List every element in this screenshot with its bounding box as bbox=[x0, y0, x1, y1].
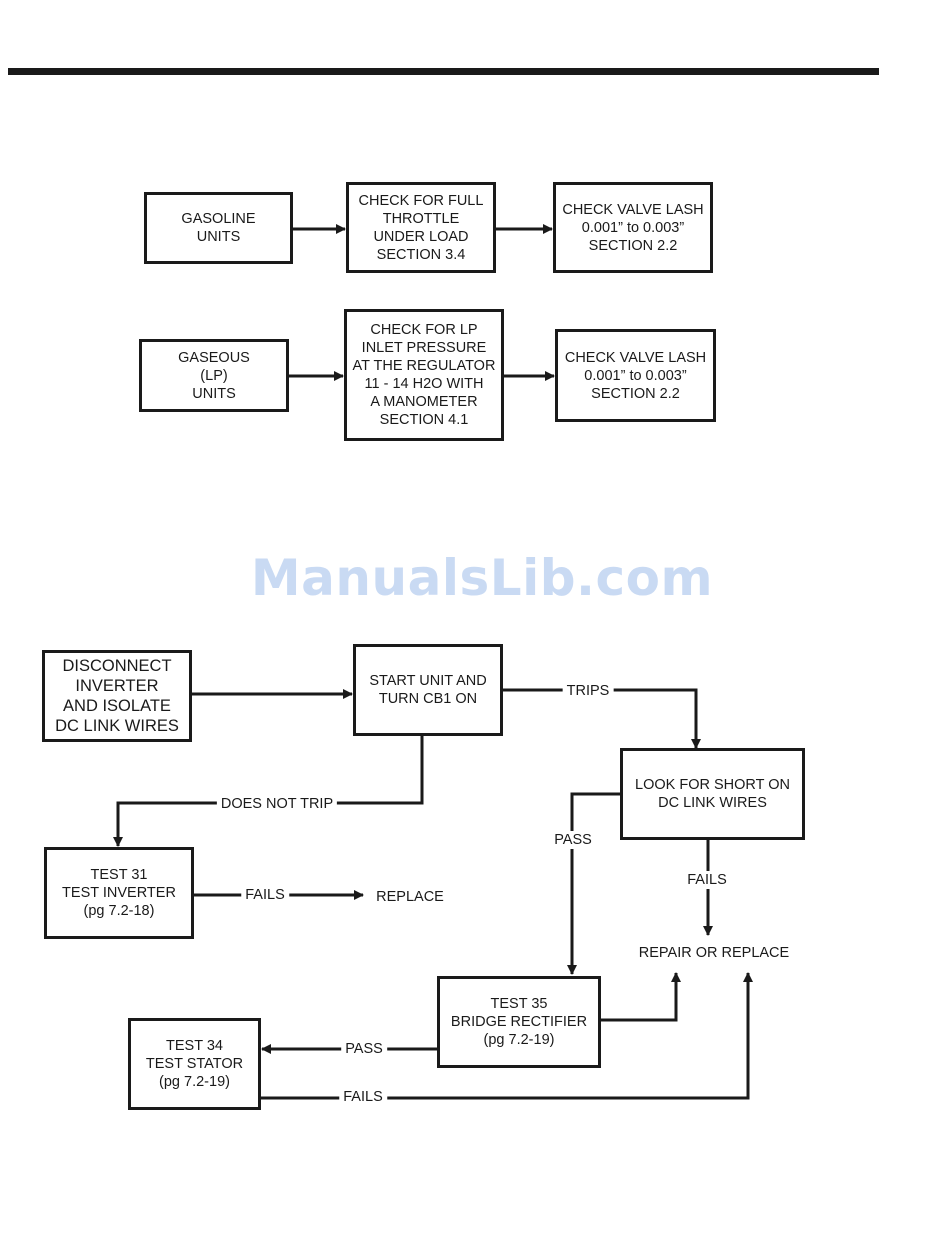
gaseous-units-box: GASEOUS (LP) UNITS bbox=[139, 339, 289, 412]
test-34-box: TEST 34 TEST STATOR (pg 7.2-19) bbox=[128, 1018, 261, 1110]
disconnect-inverter-text: DISCONNECT INVERTER AND ISOLATE DC LINK … bbox=[55, 657, 179, 735]
test-31-box: TEST 31 TEST INVERTER (pg 7.2-18) bbox=[44, 847, 194, 939]
look-for-short-box: LOOK FOR SHORT ON DC LINK WIRES bbox=[620, 748, 805, 840]
replace-label: REPLACE bbox=[372, 888, 448, 906]
arrow-start-not-trip-to-test31 bbox=[113, 736, 424, 847]
fails-label-2: FAILS bbox=[683, 871, 731, 889]
header-rule bbox=[8, 68, 879, 75]
test-31-text: TEST 31 TEST INVERTER (pg 7.2-18) bbox=[62, 867, 176, 919]
gasoline-units-box: GASOLINE UNITS bbox=[144, 192, 293, 264]
test-35-text: TEST 35 BRIDGE RECTIFIER (pg 7.2-19) bbox=[450, 996, 588, 1048]
repair-or-replace-label: REPAIR OR REPLACE bbox=[634, 944, 794, 962]
trips-label: TRIPS bbox=[562, 682, 614, 700]
disconnect-inverter-box: DISCONNECT INVERTER AND ISOLATE DC LINK … bbox=[42, 650, 192, 742]
check-valve-lash-box-1: CHECK VALVE LASH 0.001” to 0.003” SECTIO… bbox=[553, 182, 713, 273]
gasoline-units-text: GASOLINE UNITS bbox=[181, 211, 256, 245]
look-for-short-text: LOOK FOR SHORT ON DC LINK WIRES bbox=[635, 777, 790, 811]
arrow-look-pass-to-test35 bbox=[567, 792, 620, 975]
does-not-trip-label: DOES NOT TRIP bbox=[216, 795, 338, 813]
fails-label-1: FAILS bbox=[241, 886, 289, 904]
check-valve-lash-text-1: CHECK VALVE LASH 0.001” to 0.003” SECTIO… bbox=[562, 201, 704, 254]
check-valve-lash-box-2: CHECK VALVE LASH 0.001” to 0.003” SECTIO… bbox=[555, 329, 716, 422]
test-35-box: TEST 35 BRIDGE RECTIFIER (pg 7.2-19) bbox=[437, 976, 601, 1068]
arrow-test34-fails-to-repair bbox=[260, 972, 753, 1100]
check-valve-lash-text-2: CHECK VALVE LASH 0.001” to 0.003” SECTIO… bbox=[564, 349, 707, 402]
gaseous-units-text: GASEOUS (LP) UNITS bbox=[178, 349, 250, 402]
arrow-test35-to-repair bbox=[600, 972, 681, 1022]
check-full-throttle-box: CHECK FOR FULL THROTTLE UNDER LOAD SECTI… bbox=[346, 182, 496, 273]
watermark-logo: ManualsLib.com bbox=[250, 549, 714, 607]
pass-label-1: PASS bbox=[550, 831, 596, 849]
start-unit-text: START UNIT AND TURN CB1 ON bbox=[369, 673, 487, 707]
pass-label-2: PASS bbox=[341, 1040, 387, 1058]
check-lp-pressure-box: CHECK FOR LP INLET PRESSURE AT THE REGUL… bbox=[344, 309, 504, 441]
fails-label-3: FAILS bbox=[339, 1088, 387, 1106]
check-lp-pressure-text: CHECK FOR LP INLET PRESSURE AT THE REGUL… bbox=[352, 322, 496, 428]
check-full-throttle-text: CHECK FOR FULL THROTTLE UNDER LOAD SECTI… bbox=[358, 192, 484, 263]
start-unit-box: START UNIT AND TURN CB1 ON bbox=[353, 644, 503, 736]
test-34-text: TEST 34 TEST STATOR (pg 7.2-19) bbox=[145, 1038, 244, 1090]
